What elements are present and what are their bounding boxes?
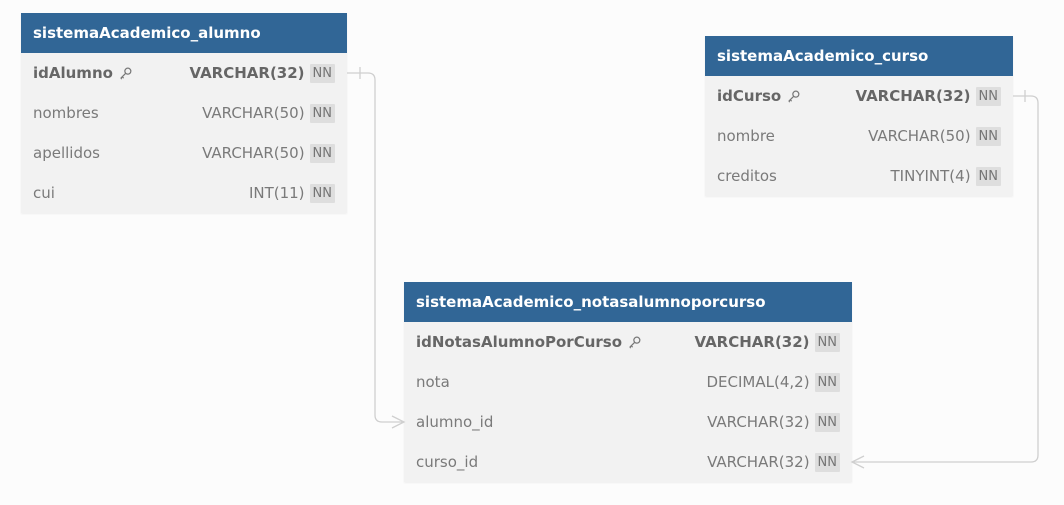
table-header[interactable]: sistemaAcademico_curso (705, 36, 1013, 76)
not-null-badge: NN (309, 103, 335, 123)
column-type: VARCHAR(50) (202, 144, 305, 162)
table-curso[interactable]: sistemaAcademico_curso idCurso VARCHAR(3… (705, 36, 1013, 196)
column-type: VARCHAR(32) (694, 333, 810, 351)
not-null-badge: NN (309, 63, 335, 83)
not-null-badge: NN (975, 86, 1001, 106)
not-null-badge: NN (814, 412, 840, 432)
column-row[interactable]: nota DECIMAL(4,2) NN (404, 362, 852, 402)
table-header[interactable]: sistemaAcademico_notasalumnoporcurso (404, 282, 852, 322)
not-null-badge: NN (975, 166, 1001, 186)
not-null-badge: NN (814, 452, 840, 472)
column-name: nota (416, 373, 450, 391)
column-name: creditos (717, 167, 777, 185)
column-row[interactable]: nombre VARCHAR(50) NN (705, 116, 1013, 156)
not-null-badge: NN (309, 183, 335, 203)
table-alumno[interactable]: sistemaAcademico_alumno idAlumno VARCHAR… (21, 13, 347, 213)
column-row[interactable]: alumno_id VARCHAR(32) NN (404, 402, 852, 442)
relationship-alumno[interactable] (347, 67, 406, 429)
column-row[interactable]: apellidos VARCHAR(50) NN (21, 133, 347, 173)
column-name: nombre (717, 127, 775, 145)
column-row[interactable]: idNotasAlumnoPorCurso VARCHAR(32) NN (404, 322, 852, 362)
not-null-badge: NN (814, 372, 840, 392)
table-header[interactable]: sistemaAcademico_alumno (21, 13, 347, 53)
column-type: VARCHAR(32) (189, 64, 305, 82)
column-row[interactable]: idCurso VARCHAR(32) NN (705, 76, 1013, 116)
not-null-badge: NN (814, 332, 840, 352)
relationship-curso[interactable] (850, 90, 1039, 469)
table-notasalumnoporcurso[interactable]: sistemaAcademico_notasalumnoporcurso idN… (404, 282, 852, 482)
column-row[interactable]: curso_id VARCHAR(32) NN (404, 442, 852, 482)
column-type: VARCHAR(50) (868, 127, 971, 145)
column-type: VARCHAR(50) (202, 104, 305, 122)
column-type: VARCHAR(32) (855, 87, 971, 105)
column-name: apellidos (33, 144, 100, 162)
column-row[interactable]: nombres VARCHAR(50) NN (21, 93, 347, 133)
column-type: DECIMAL(4,2) (706, 373, 810, 391)
column-type: INT(11) (248, 184, 305, 202)
key-icon (788, 90, 800, 103)
column-name: cui (33, 184, 55, 202)
not-null-badge: NN (975, 126, 1001, 146)
column-name: alumno_id (416, 413, 494, 431)
column-type: VARCHAR(32) (707, 453, 810, 471)
column-type: VARCHAR(32) (707, 413, 810, 431)
not-null-badge: NN (309, 143, 335, 163)
column-type: TINYINT(4) (890, 167, 971, 185)
column-name: curso_id (416, 453, 479, 471)
column-name: idCurso (717, 87, 782, 105)
column-row[interactable]: creditos TINYINT(4) NN (705, 156, 1013, 196)
column-name: idNotasAlumnoPorCurso (416, 333, 623, 351)
column-row[interactable]: cui INT(11) NN (21, 173, 347, 213)
key-icon (629, 336, 641, 349)
column-name: nombres (33, 104, 99, 122)
column-name: idAlumno (33, 64, 113, 82)
key-icon (120, 67, 132, 80)
column-row[interactable]: idAlumno VARCHAR(32) NN (21, 53, 347, 93)
